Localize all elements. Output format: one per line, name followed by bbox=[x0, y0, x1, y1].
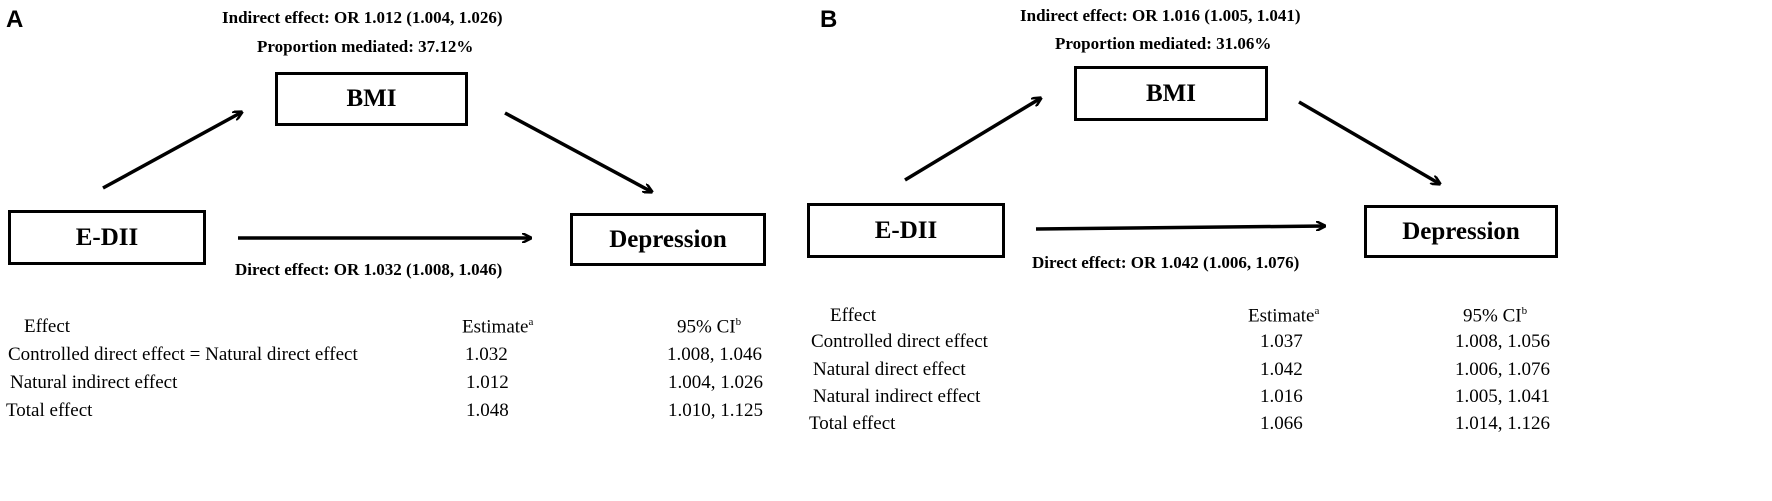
table-row-effect: Controlled direct effect = Natural direc… bbox=[8, 344, 358, 365]
arrow-mediator-to-outcome bbox=[1298, 100, 1440, 184]
mediator-box: BMI bbox=[275, 72, 468, 126]
direct-effect-label: Direct effect: OR 1.042 (1.006, 1.076) bbox=[1032, 253, 1300, 272]
path-arrows bbox=[904, 0, 1772, 300]
table-row-effect: Natural indirect effect bbox=[10, 372, 178, 393]
exposure-label: E-DII bbox=[874, 216, 938, 244]
table-row-ci: 1.008, 1.056 bbox=[1455, 331, 1550, 352]
panel-letter: B bbox=[820, 6, 838, 33]
header-estimate: Estimatea bbox=[462, 316, 534, 338]
table-row-estimate: 1.037 bbox=[1260, 331, 1303, 352]
header-effect: Effect bbox=[830, 305, 877, 326]
header-ci: 95% CIb bbox=[1463, 305, 1528, 327]
table-row-estimate: 1.042 bbox=[1260, 359, 1303, 380]
table-row-estimate: 1.032 bbox=[465, 344, 508, 365]
indirect-effect-label: Indirect effect: OR 1.016 (1.005, 1.041) bbox=[1020, 6, 1301, 25]
mediator-box: BMI bbox=[1074, 66, 1268, 121]
table-row-estimate: 1.012 bbox=[466, 372, 509, 393]
path-arrows bbox=[102, 0, 800, 300]
outcome-label: Depression bbox=[1402, 217, 1520, 245]
panel-letter: A bbox=[6, 6, 24, 33]
table-row-ci: 1.004, 1.026 bbox=[668, 372, 763, 393]
table-row-effect: Controlled direct effect bbox=[811, 331, 988, 352]
table-row-estimate: 1.048 bbox=[466, 400, 509, 421]
table-row-ci: 1.008, 1.046 bbox=[667, 344, 762, 365]
table-row-effect: Total effect bbox=[6, 400, 93, 421]
panel-a: A Indirect effect: OR 1.012 (1.004, 1.02… bbox=[0, 0, 800, 501]
direct-effect-label: Direct effect: OR 1.032 (1.008, 1.046) bbox=[235, 260, 503, 279]
table-row-estimate: 1.016 bbox=[1260, 386, 1303, 407]
mediator-label: BMI bbox=[346, 85, 397, 112]
outcome-label: Depression bbox=[609, 225, 727, 253]
proportion-mediated-label: Proportion mediated: 31.06% bbox=[1055, 34, 1272, 53]
arrow-exposure-to-outcome bbox=[1035, 226, 1325, 229]
proportion-mediated-label: Proportion mediated: 37.12% bbox=[257, 37, 474, 56]
table-row-ci: 1.014, 1.126 bbox=[1455, 413, 1550, 434]
header-estimate: Estimatea bbox=[1248, 305, 1320, 327]
outcome-box: Depression bbox=[1364, 205, 1558, 258]
table-row-estimate: 1.066 bbox=[1260, 413, 1303, 434]
panel-b: B Indirect effect: OR 1.016 (1.005, 1.04… bbox=[800, 0, 1772, 501]
arrow-mediator-to-outcome bbox=[504, 111, 652, 192]
exposure-box: E-DII bbox=[807, 203, 1005, 258]
exposure-box: E-DII bbox=[8, 210, 206, 265]
table-row-effect: Total effect bbox=[809, 413, 896, 434]
header-effect: Effect bbox=[24, 316, 71, 337]
table-row-effect: Natural indirect effect bbox=[813, 386, 981, 407]
outcome-box: Depression bbox=[570, 213, 766, 266]
indirect-effect-label: Indirect effect: OR 1.012 (1.004, 1.026) bbox=[222, 8, 503, 27]
table-row-ci: 1.010, 1.125 bbox=[668, 400, 763, 421]
header-ci: 95% CIb bbox=[677, 316, 742, 338]
table-row-effect: Natural direct effect bbox=[813, 359, 966, 380]
exposure-label: E-DII bbox=[75, 223, 139, 251]
arrow-exposure-to-mediator bbox=[102, 112, 242, 190]
table-row-ci: 1.006, 1.076 bbox=[1455, 359, 1550, 380]
table-row-ci: 1.005, 1.041 bbox=[1455, 386, 1550, 407]
arrow-exposure-to-mediator bbox=[904, 98, 1041, 182]
mediator-label: BMI bbox=[1146, 79, 1196, 107]
